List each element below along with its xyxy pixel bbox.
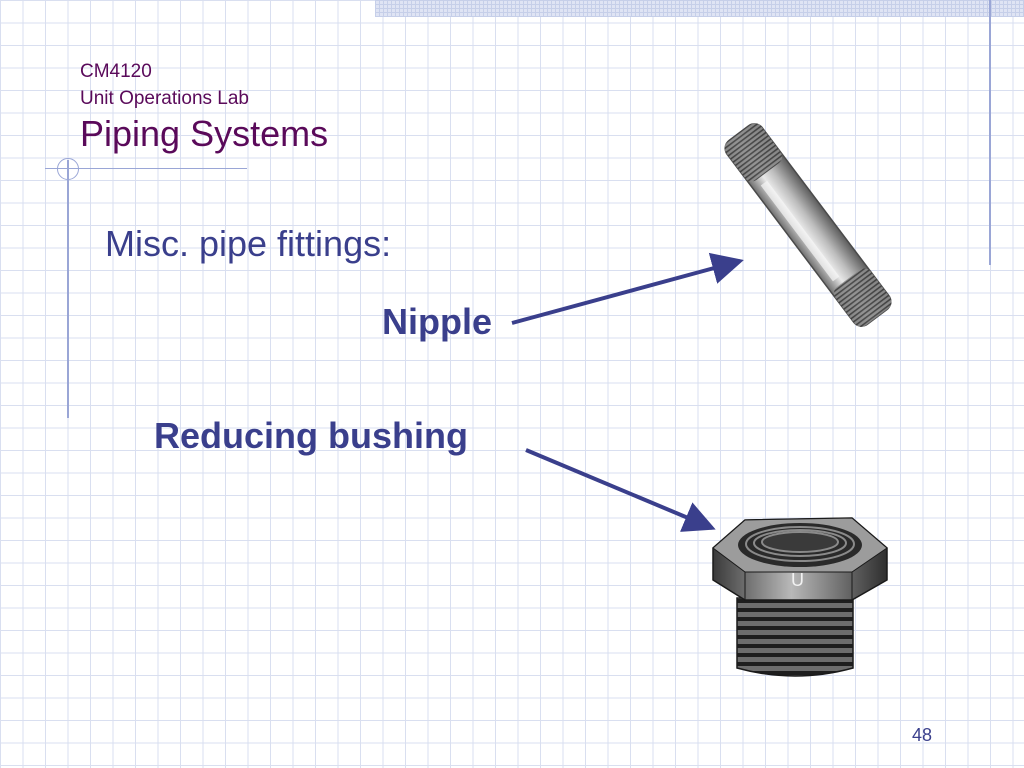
- right-accent-line: [989, 0, 991, 265]
- reducing-bushing-icon: U: [712, 517, 888, 677]
- circle-ornament: [57, 158, 79, 180]
- slide-title: Piping Systems: [80, 113, 329, 154]
- left-accent-line: [67, 160, 69, 418]
- course-header: CM4120 Unit Operations Lab: [80, 58, 249, 112]
- pipe-nipple-icon: [724, 123, 892, 327]
- nipple-label: Nipple: [382, 301, 493, 342]
- title-divider: [45, 168, 247, 169]
- slide-subheading: Misc. pipe fittings:: [105, 223, 392, 264]
- course-code: CM4120: [80, 61, 152, 82]
- page-number: 48: [912, 725, 933, 745]
- nipple-arrow-icon: [511, 252, 744, 325]
- course-name: Unit Operations Lab: [80, 88, 249, 109]
- header-band: [375, 0, 1024, 17]
- bushing-arrow-icon: [525, 448, 716, 532]
- reducing-bushing-label: Reducing bushing: [154, 415, 468, 456]
- bushing-mark: U: [791, 570, 804, 590]
